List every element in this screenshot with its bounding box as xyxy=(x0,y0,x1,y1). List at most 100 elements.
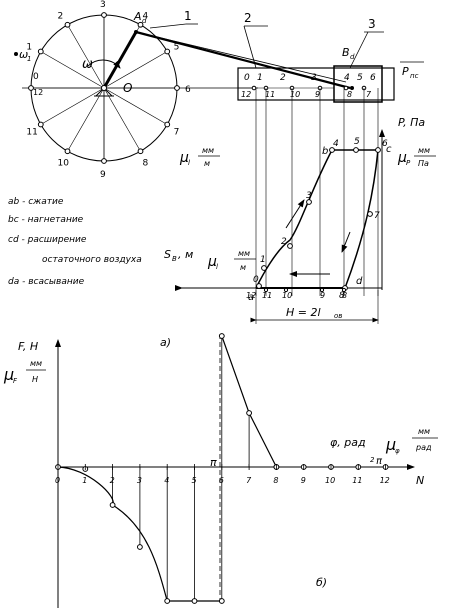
indicator-points xyxy=(256,147,381,291)
rod-edge xyxy=(135,31,347,83)
svg-text:μ: μ xyxy=(207,254,217,270)
svg-text:, м: , м xyxy=(178,248,193,261)
svg-text:мм: мм xyxy=(418,427,430,436)
indicator-bottom-label: 9 xyxy=(320,291,325,300)
cylinder-top-label: 6 xyxy=(370,73,376,83)
indicator-cycle-letter: a xyxy=(248,292,254,303)
indicator-bottom-label: 10 xyxy=(282,291,292,300)
slider-label: B xyxy=(342,46,350,59)
crank-position-dot xyxy=(101,158,107,164)
cylinder-bottom-label: 7 xyxy=(366,90,372,99)
crank-position-label: 9 xyxy=(100,170,106,180)
svg-text:мм: мм xyxy=(30,359,42,368)
pivot-center xyxy=(101,85,107,91)
stroke-scale: μ l мм м xyxy=(207,249,256,272)
svg-text:μ: μ xyxy=(3,365,14,384)
svg-text:π: π xyxy=(376,456,383,467)
indicator-point-label: 8 xyxy=(339,291,345,301)
svg-text:рад: рад xyxy=(415,443,432,452)
svg-text:Па: Па xyxy=(418,159,429,168)
indicator-point-label: 0 xyxy=(253,275,259,285)
legend-cd-cont: остаточного воздуха xyxy=(42,255,142,265)
indicator-point xyxy=(261,265,267,271)
force-scale: μ F мм Н xyxy=(3,359,46,385)
legend-bc: bc - нагнетание xyxy=(8,215,84,225)
force-point xyxy=(164,598,171,604)
stroke-label: H = 2l xyxy=(286,306,321,319)
force-point xyxy=(218,333,225,339)
cylinder-bottom-label: 8 xyxy=(347,90,352,99)
indicator-point xyxy=(256,283,262,289)
piston-head xyxy=(333,65,383,103)
svg-text:ов: ов xyxy=(334,312,342,320)
crank-position-label: 5 xyxy=(174,43,180,53)
expansion-arrow xyxy=(341,231,351,253)
cylinder-point xyxy=(343,85,349,91)
pressure-axis-label: P, Па xyxy=(398,116,425,129)
cylinder-top-label: 3 xyxy=(311,73,317,83)
crank-position-label: 8 xyxy=(143,159,149,169)
cylinder-bottom-label: 12 xyxy=(241,90,251,99)
svg-text:P: P xyxy=(406,159,411,167)
svg-text:l: l xyxy=(188,159,190,167)
svg-text:мм: мм xyxy=(238,249,250,258)
indicator-point-label: 5 xyxy=(354,137,360,147)
indicator-bottom-label: 12 xyxy=(246,291,256,300)
force-tick-label: 11 xyxy=(352,476,362,485)
mechanism-scale: μ l мм м xyxy=(179,146,220,168)
force-tick-label: 1 xyxy=(82,476,87,485)
cylinder-top-label: 5 xyxy=(357,73,363,83)
indicator-point xyxy=(287,243,293,249)
svg-text:F: F xyxy=(13,377,18,385)
svg-text:мм: мм xyxy=(202,146,214,155)
pi-marker: π xyxy=(210,456,217,469)
crank-spoke xyxy=(67,87,105,152)
indicator-cycle-letter: d xyxy=(356,276,363,287)
svg-text:d: d xyxy=(142,17,147,25)
crank-position-dot xyxy=(28,85,34,91)
crank-position-dot xyxy=(164,48,171,55)
force-tick-label: 0 xyxy=(55,476,60,485)
crank-spoke xyxy=(40,87,105,125)
center-label: O xyxy=(123,81,132,95)
crank-end-label: A xyxy=(133,10,142,23)
callout-1: 1 xyxy=(184,9,192,23)
svg-text:B: B xyxy=(172,255,177,263)
force-tick-label: 3 xyxy=(137,476,142,485)
crank-position-label: 12 xyxy=(33,88,43,97)
force-point xyxy=(218,598,225,604)
cylinder-top-label: 0 xyxy=(244,73,250,83)
legend: ab - сжатие bc - нагнетание cd - расшире… xyxy=(8,197,142,287)
stroke-axis-label: S xyxy=(164,248,171,261)
indicator-point xyxy=(367,211,373,217)
indicator-point-label: 2 xyxy=(281,237,287,247)
force-tick-label: 8 xyxy=(273,476,278,485)
force-axis-label: F, Н xyxy=(18,340,38,353)
crank-position-label: 3 xyxy=(100,0,106,10)
indicator-point-label: 1 xyxy=(260,255,266,265)
crank-position-dot xyxy=(137,148,144,155)
crank-position-dot xyxy=(164,121,171,128)
cylinder-bottom-label: 9 xyxy=(315,90,320,99)
crank-spoke xyxy=(40,51,105,89)
legend-da: da - всасывание xyxy=(8,277,85,287)
svg-text:1: 1 xyxy=(27,55,31,63)
crank-position-dot xyxy=(37,48,44,55)
force-tick-label: 5 xyxy=(192,476,197,485)
cylinder-top-label: 4 xyxy=(344,73,350,83)
indicator-bottom-point xyxy=(283,287,289,293)
svg-text:Н: Н xyxy=(32,375,38,384)
crank-position-dot xyxy=(101,12,107,18)
connecting-rod xyxy=(135,30,351,90)
crank-position-label: 1 xyxy=(26,43,32,53)
omega-symbol: ω xyxy=(82,57,93,72)
indicator-bottom-label: 11 xyxy=(262,291,272,300)
indicator-bottom-label: 8 xyxy=(342,291,347,300)
rotation-arrow xyxy=(87,59,121,69)
pressure-scale: μ P мм Па xyxy=(397,146,436,168)
angle-scale: φ, рад μ φ мм рад 2 π xyxy=(330,427,438,467)
